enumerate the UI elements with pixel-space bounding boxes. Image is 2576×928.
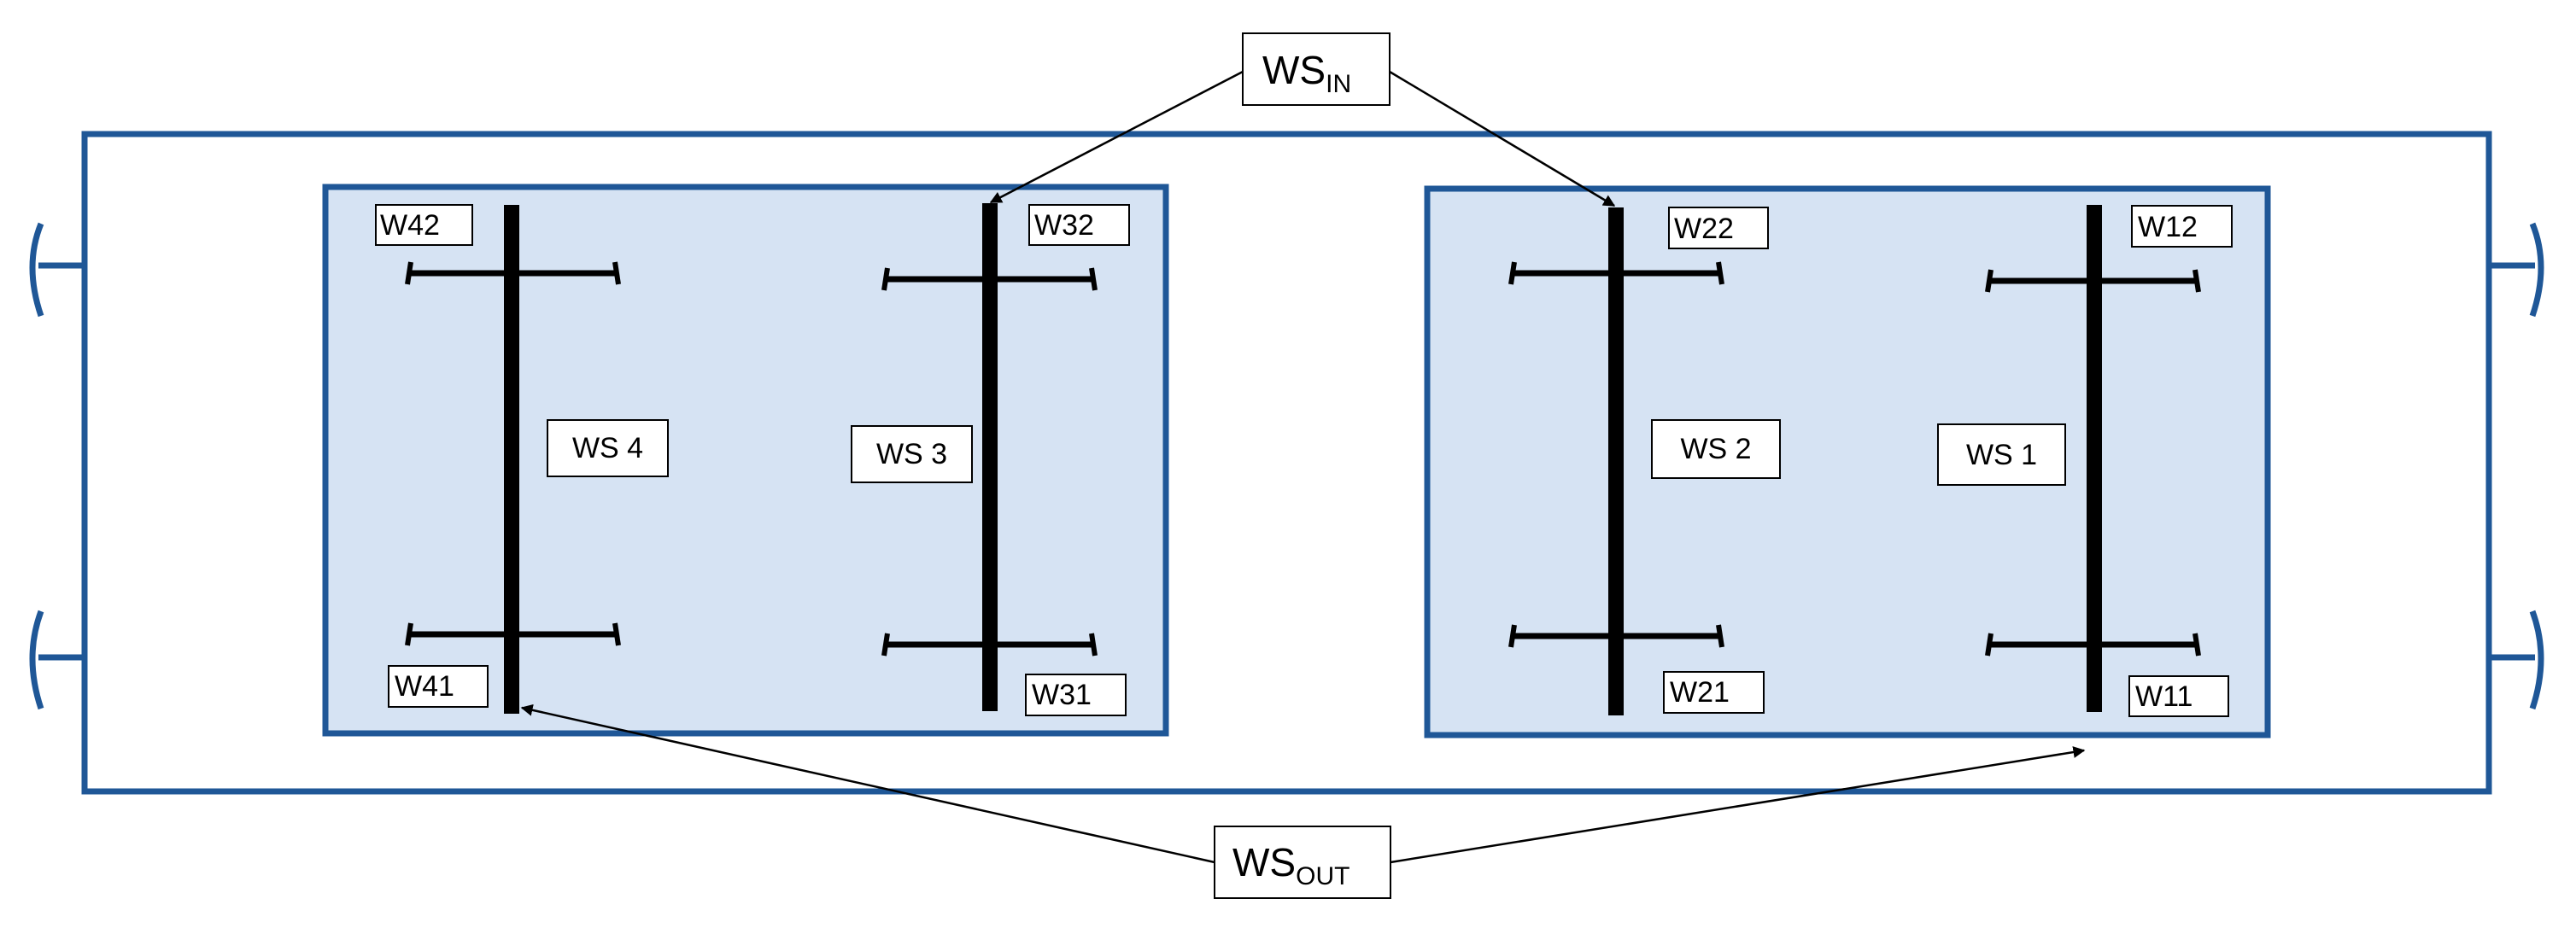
ws-in-sub: IN	[1326, 70, 1351, 98]
label-w41: W41	[388, 665, 489, 708]
left-panel	[322, 184, 1169, 737]
arrow-ws-out-to-ws1	[1390, 746, 2086, 864]
svg-text:W12: W12	[2138, 211, 2198, 243]
svg-text:WS 2: WS 2	[1680, 433, 1751, 465]
arrow-ws-in-to-ws2	[1389, 70, 1616, 207]
ws-in-main: WS	[1262, 48, 1326, 92]
label-ws4: WS 4	[547, 419, 669, 477]
label-ws2: WS 2	[1651, 419, 1781, 479]
svg-text:W42: W42	[380, 209, 440, 242]
left-top-bracket	[29, 222, 85, 318]
svg-text:W21: W21	[1670, 676, 1730, 709]
label-ws-in: WSIN	[1242, 32, 1390, 106]
label-ws-out: WSOUT	[1214, 826, 1391, 899]
svg-text:WS 1: WS 1	[1966, 439, 2037, 471]
beam-ws4	[405, 205, 621, 714]
svg-text:WS 3: WS 3	[876, 438, 947, 470]
svg-text:WSIN: WSIN	[1262, 48, 1351, 98]
svg-text:W22: W22	[1674, 213, 1734, 245]
right-bottom-bracket	[2489, 610, 2544, 710]
beam-ws3	[881, 203, 1098, 711]
label-ws1: WS 1	[1937, 423, 2066, 486]
svg-text:WSOUT: WSOUT	[1232, 840, 1349, 890]
beam-ws2	[1508, 207, 1724, 715]
label-w42: W42	[375, 204, 473, 246]
svg-text:WS 4: WS 4	[572, 432, 643, 464]
label-w11: W11	[2128, 675, 2229, 717]
svg-text:W31: W31	[1032, 679, 1092, 711]
arrow-ws-out-to-ws4	[520, 703, 1215, 864]
beam-ws1	[1985, 205, 2201, 712]
left-bottom-bracket	[29, 610, 85, 710]
svg-text:W32: W32	[1034, 209, 1094, 242]
label-w32: W32	[1028, 204, 1130, 246]
right-top-bracket	[2489, 222, 2544, 318]
label-w12: W12	[2131, 205, 2233, 248]
label-w21: W21	[1663, 671, 1765, 714]
label-w22: W22	[1668, 207, 1769, 249]
ws-out-main: WS	[1232, 840, 1296, 884]
ws-out-sub: OUT	[1296, 862, 1349, 890]
label-w31: W31	[1025, 674, 1127, 716]
svg-text:W11: W11	[2135, 680, 2193, 713]
arrow-ws-in-to-ws3	[989, 70, 1244, 204]
svg-text:W41: W41	[395, 670, 454, 703]
label-ws3: WS 3	[851, 425, 973, 483]
